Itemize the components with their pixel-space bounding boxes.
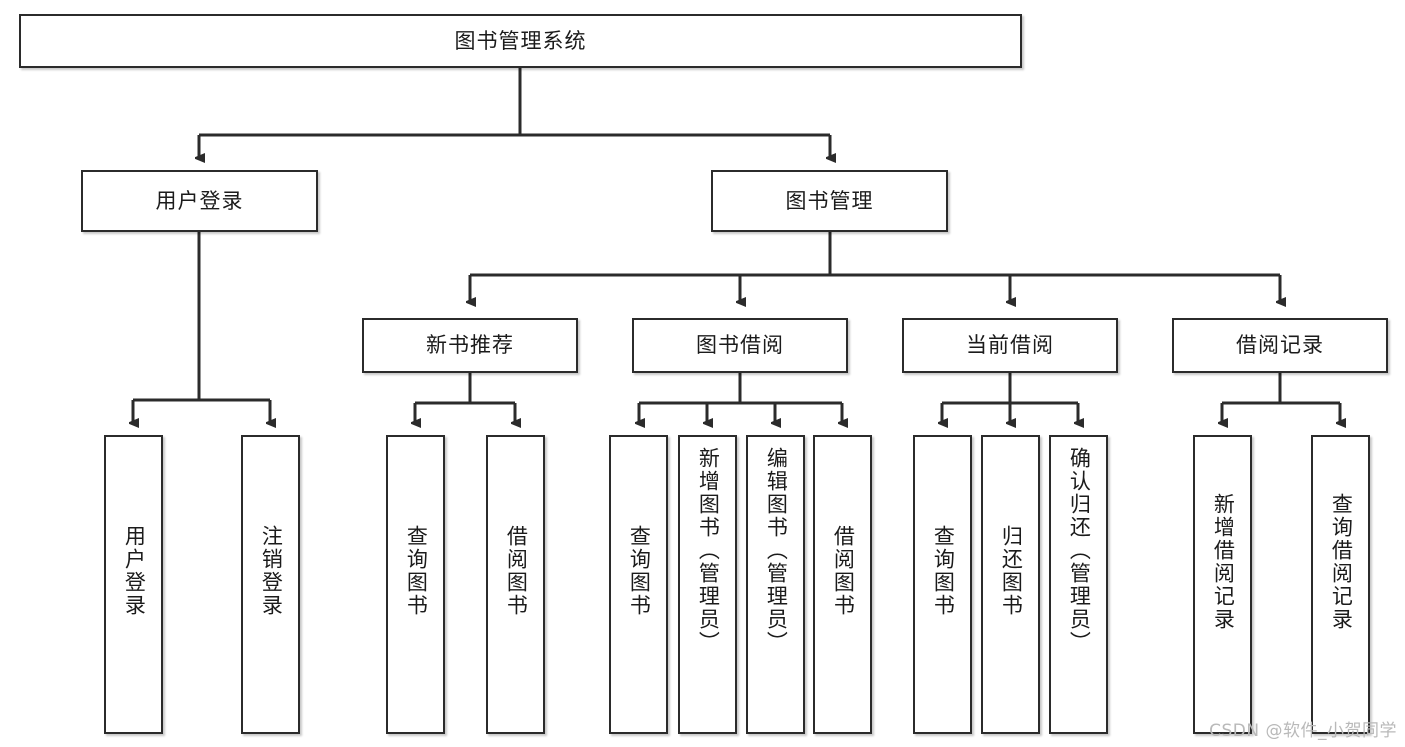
node-label: 查询图书 <box>404 525 429 617</box>
node-label: 图书借阅 <box>696 333 784 358</box>
node-leaf-query-borrow-record[interactable]: 查询借阅记录 <box>1311 435 1370 734</box>
node-borrow-record[interactable]: 借阅记录 <box>1172 318 1388 373</box>
node-label: 借阅图书 <box>831 525 856 617</box>
csdn-watermark: CSDN @软件_小贺同学 <box>1209 721 1397 741</box>
node-label: 图书管理 <box>785 188 874 213</box>
node-leaf-query-book[interactable]: 查询图书 <box>609 435 668 734</box>
node-leaf-edit-book-admin[interactable]: 编辑图书（管理员） <box>746 435 805 734</box>
node-label: 借阅图书 <box>504 525 529 617</box>
node-label: 注销登录 <box>259 525 284 617</box>
node-user-login[interactable]: 用户登录 <box>81 170 318 232</box>
node-leaf-query-book-current[interactable]: 查询图书 <box>913 435 972 734</box>
node-label: 查询借阅记录 <box>1329 493 1354 631</box>
node-book-borrow[interactable]: 图书借阅 <box>632 318 848 373</box>
node-leaf-borrow-book-new[interactable]: 借阅图书 <box>486 435 545 734</box>
node-leaf-query-book-new[interactable]: 查询图书 <box>386 435 445 734</box>
node-label: 新书推荐 <box>426 333 514 358</box>
node-leaf-add-borrow-record[interactable]: 新增借阅记录 <box>1193 435 1252 734</box>
node-label: 编辑图书（管理员） <box>764 447 789 654</box>
node-label: 确认归还（管理员） <box>1067 447 1092 654</box>
node-book-management[interactable]: 图书管理 <box>711 170 948 232</box>
node-root-system[interactable]: 图书管理系统 <box>19 14 1022 68</box>
node-label: 归还图书 <box>999 525 1024 617</box>
node-label: 用户登录 <box>155 188 244 213</box>
node-label: 借阅记录 <box>1236 333 1324 358</box>
node-label: 查询图书 <box>627 525 652 617</box>
node-label: 新增图书（管理员） <box>696 447 721 654</box>
node-leaf-logout[interactable]: 注销登录 <box>241 435 300 734</box>
node-leaf-add-book-admin[interactable]: 新增图书（管理员） <box>678 435 737 734</box>
node-current-borrow[interactable]: 当前借阅 <box>902 318 1118 373</box>
node-leaf-return-book[interactable]: 归还图书 <box>981 435 1040 734</box>
node-label: 当前借阅 <box>966 333 1054 358</box>
node-leaf-borrow-book[interactable]: 借阅图书 <box>813 435 872 734</box>
node-leaf-confirm-return-admin[interactable]: 确认归还（管理员） <box>1049 435 1108 734</box>
node-new-book-recommend[interactable]: 新书推荐 <box>362 318 578 373</box>
node-label: 新增借阅记录 <box>1211 493 1236 631</box>
node-label: 用户登录 <box>122 525 147 617</box>
node-label: 图书管理系统 <box>454 28 587 53</box>
node-leaf-user-login[interactable]: 用户登录 <box>104 435 163 734</box>
node-label: 查询图书 <box>931 525 956 617</box>
